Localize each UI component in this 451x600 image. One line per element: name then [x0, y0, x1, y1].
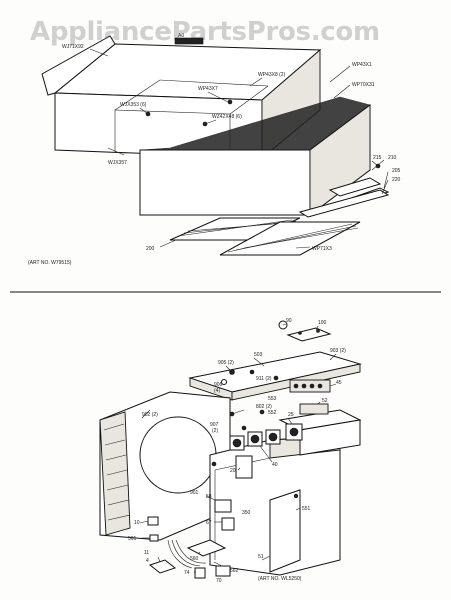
- connector-block: [299, 403, 329, 415]
- long-rail-220: [298, 189, 390, 218]
- label-911-2: 911 (2): [256, 376, 272, 382]
- top-handle-slot: [174, 37, 204, 45]
- label-51: 51: [258, 554, 264, 560]
- label-45: 45: [336, 380, 342, 386]
- label-40: 40: [272, 462, 278, 468]
- plug-icon: [148, 559, 177, 574]
- label-551: 551: [302, 506, 311, 512]
- bottom-chassis-assembly: 90 100 503 903 (2) 905 (2) 911 (2) 553 8…: [99, 318, 362, 584]
- opening-edge-top: [159, 79, 269, 87]
- screw-icon: [227, 99, 233, 105]
- label-10: 10: [134, 520, 140, 526]
- thermostat-dial-icon: [289, 427, 299, 437]
- power-cord-wire: [167, 539, 193, 569]
- capacitor-20: [235, 455, 253, 479]
- label-70: 70: [216, 578, 222, 584]
- label-906: 906: [214, 382, 223, 388]
- label-wp71x3: WP71X3: [312, 246, 332, 252]
- relay-58: [214, 499, 232, 513]
- label-wp43x1: WP43X1: [352, 62, 372, 68]
- top-cabinet-assembly: WJ71X92 A0 WP43X7 WP43X8 (2) WP43X1 WP70…: [28, 33, 401, 266]
- label-552: 552: [268, 410, 277, 416]
- screw-icon: [293, 493, 299, 499]
- label-901: 901: [190, 490, 199, 496]
- label-903-2: 903 (2): [330, 348, 346, 354]
- watermark-text: AppliancePartsPros.com: [30, 17, 380, 47]
- mounting-plate-560: [186, 539, 227, 557]
- label-560: 560: [190, 556, 199, 562]
- label-a0: A0: [178, 33, 184, 39]
- label-906-qty: (4): [214, 388, 220, 394]
- fuse-561: [149, 534, 159, 542]
- terminal-screws: [293, 383, 323, 389]
- label-wj71x92: WJ71X92: [62, 44, 84, 50]
- label-210: 210: [388, 155, 397, 161]
- label-wp43x7: WP43X7: [198, 86, 218, 92]
- label-4: 4: [146, 558, 149, 564]
- label-wp43x8: WP43X8 (2): [258, 72, 286, 78]
- label-220: 220: [392, 177, 401, 183]
- power-cord-wire: [175, 539, 207, 564]
- label-200: 200: [146, 246, 155, 252]
- label-74: 74: [184, 570, 190, 576]
- bottom-leader-lines: [139, 323, 337, 573]
- label-902-2: 902 (2): [142, 412, 158, 418]
- top-art-number: (ART NO. W79515): [28, 260, 72, 266]
- label-907: 907: [210, 422, 219, 428]
- label-wjx353: WJX353 (6): [120, 102, 147, 108]
- access-cover-551: [269, 489, 301, 573]
- label-25: 25: [288, 412, 294, 418]
- label-20: 20: [230, 468, 236, 474]
- opening-edge-right: [229, 85, 269, 115]
- nameplate-100: [286, 327, 332, 342]
- relay-67: [221, 517, 235, 531]
- label-11: 11: [144, 550, 149, 556]
- label-350: 350: [242, 510, 251, 516]
- gasket-strip: [41, 35, 116, 96]
- bracket-553-face: [299, 419, 361, 456]
- label-58: 58: [206, 494, 212, 500]
- label-215: 215: [373, 155, 382, 161]
- bracket-70: [215, 565, 231, 577]
- top-leader-lines: [89, 48, 389, 249]
- switch-10: [147, 516, 159, 526]
- bottom-art-number: (ART NO. WL5250): [258, 576, 302, 582]
- label-wp70x31: WP70X31: [352, 82, 375, 88]
- opening-edge-left: [114, 79, 161, 111]
- shroud-left-flange: [99, 411, 131, 536]
- front-panel-top-rail: [139, 96, 371, 151]
- power-cord-wire: [171, 539, 201, 567]
- label-802-2: 802 (2): [256, 404, 272, 410]
- label-553: 553: [268, 396, 277, 402]
- label-90: 90: [286, 318, 292, 324]
- label-503: 503: [254, 352, 263, 358]
- screw-icon: [298, 331, 302, 335]
- fan-opening: [139, 416, 217, 494]
- label-905-2: 905 (2): [218, 360, 234, 366]
- clip-562: [194, 567, 206, 579]
- label-wz42x48: WZ42X48 (6): [212, 114, 242, 120]
- small-tray-215: [328, 177, 382, 197]
- hardware-fasteners: [211, 369, 279, 467]
- label-52: 52: [322, 398, 328, 404]
- label-wjx357: WJX357: [108, 160, 127, 166]
- label-562: 562: [230, 568, 239, 574]
- label-100: 100: [318, 320, 327, 326]
- label-907-qty: (2): [212, 428, 218, 434]
- label-205: 205: [392, 168, 401, 174]
- screw-icon: [316, 329, 320, 333]
- filter-mesh-lines: [227, 223, 359, 253]
- label-561: 561: [128, 536, 137, 542]
- flange-hatching: [103, 423, 131, 521]
- label-67: 67: [206, 520, 212, 526]
- front-panel-face: [139, 149, 311, 216]
- rotary-switch-cluster: [229, 429, 281, 451]
